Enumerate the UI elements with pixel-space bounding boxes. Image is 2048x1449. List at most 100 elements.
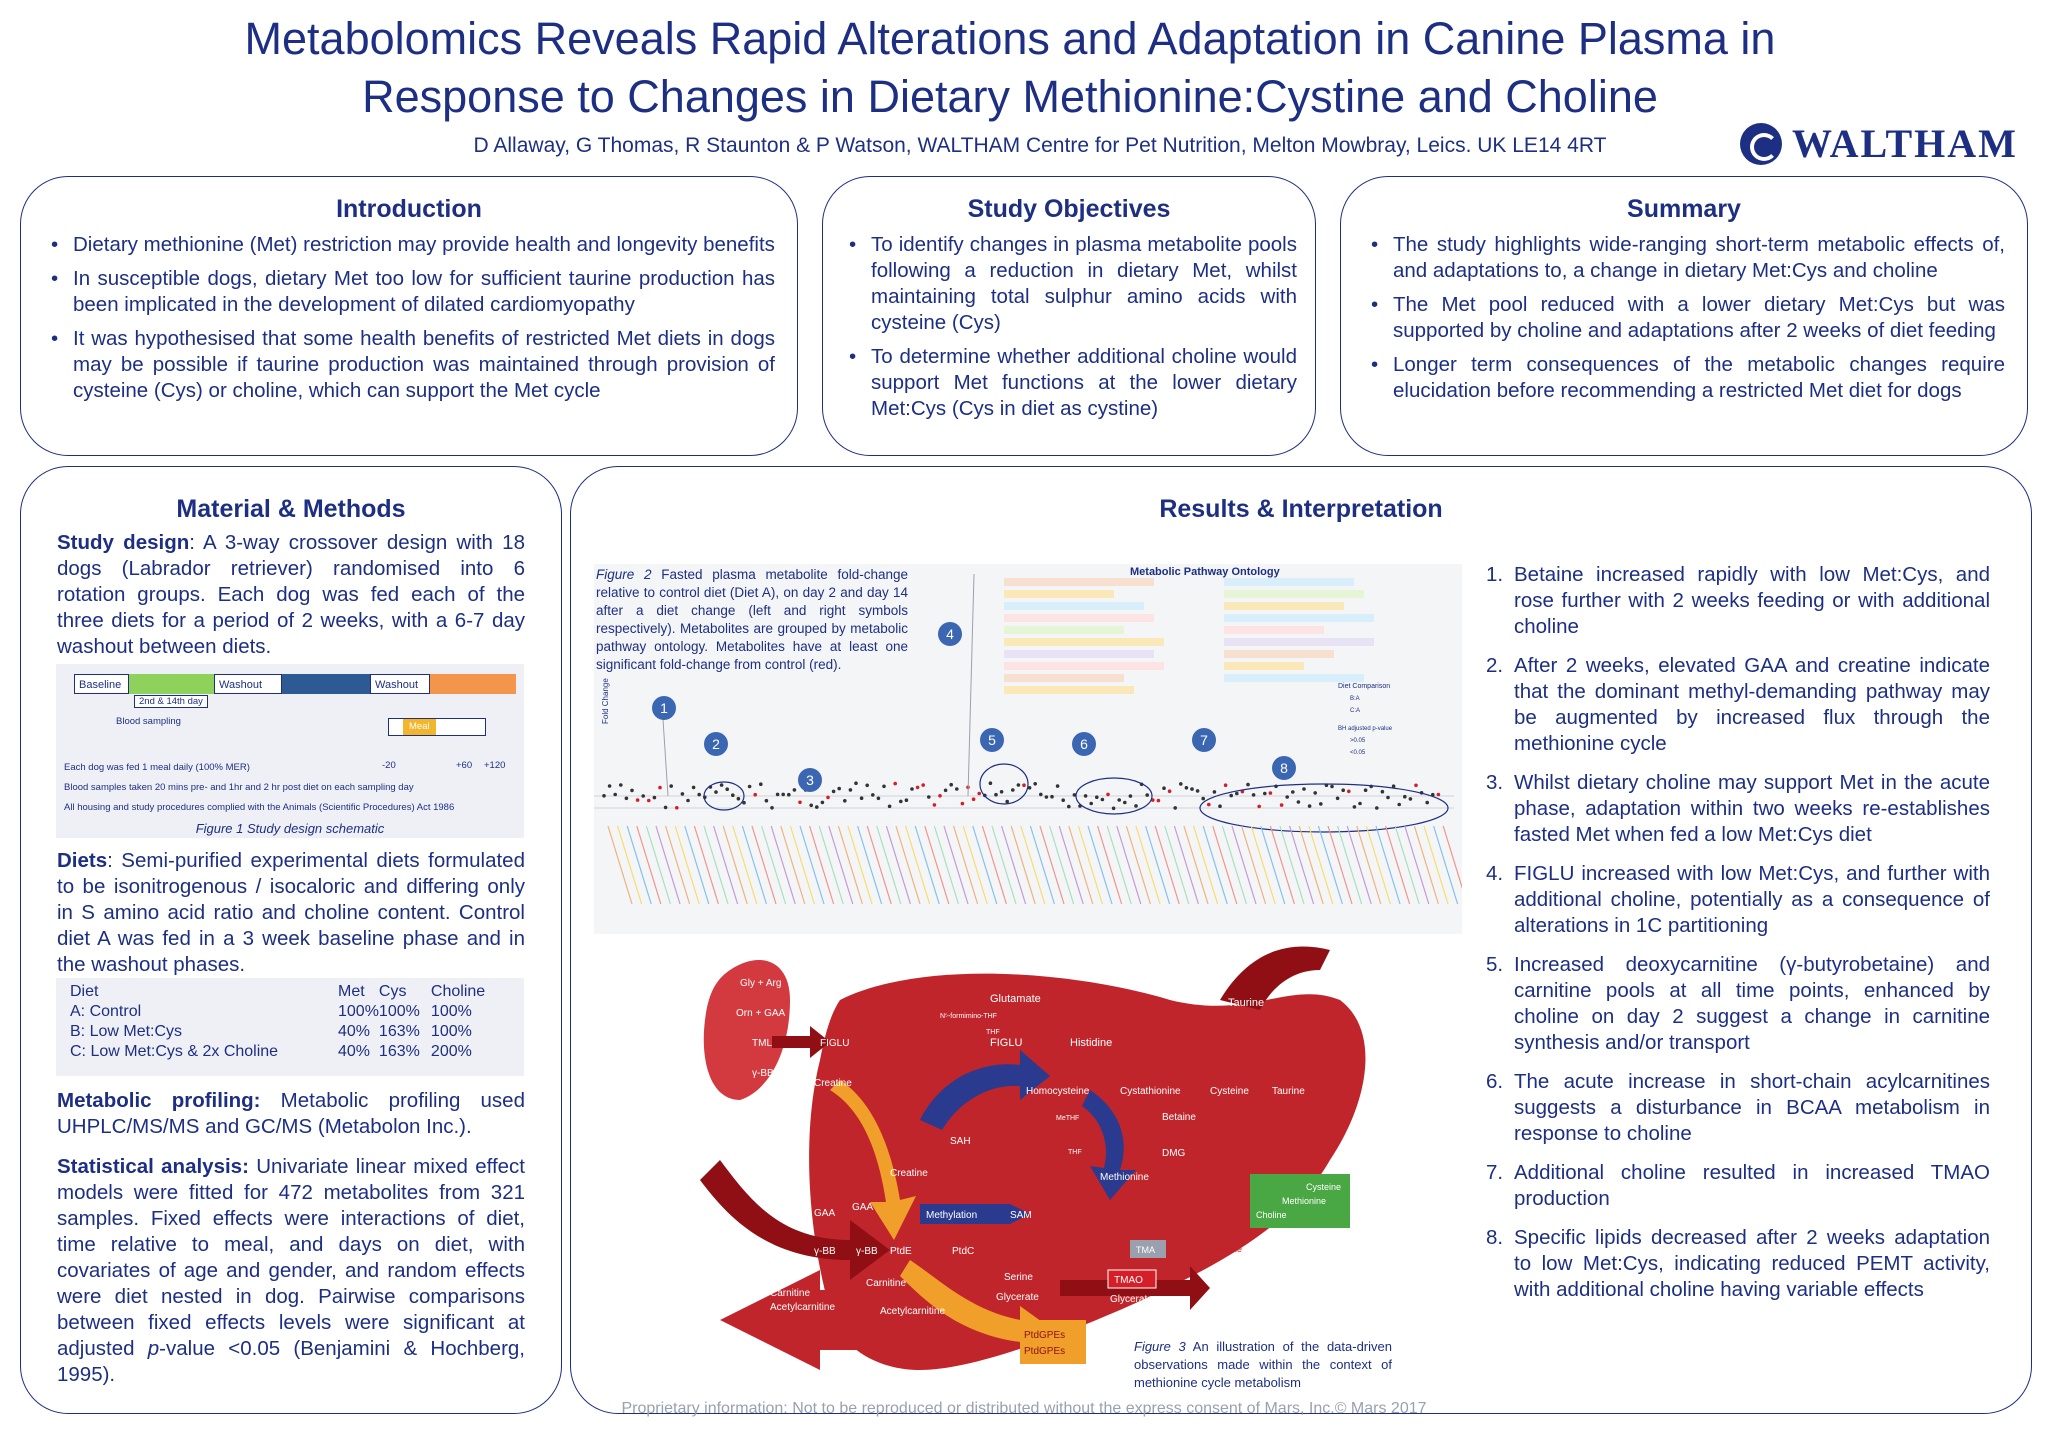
figure-2-foldchange-plot: 1 2 3 4 5 6 7 8 Fold Change Diet Compari… <box>594 564 1468 934</box>
fold-change-point <box>1106 792 1110 797</box>
metabolite-label-tick <box>1433 825 1459 905</box>
metabolite-label-tick <box>674 825 700 905</box>
metabolite-label-tick <box>866 825 892 905</box>
introduction-bullet: It was hypothesised that some health ben… <box>43 326 775 404</box>
item-number: 1. <box>1486 563 1504 586</box>
fold-change-point <box>1307 804 1312 808</box>
fold-change-point <box>927 795 931 799</box>
meal-label: Meal <box>403 719 436 735</box>
table-row: B: Low Met:Cys 40% 163% 100% <box>70 1022 485 1042</box>
metabolite-label-tick <box>1087 825 1113 905</box>
methods-panel: Material & Methods Study design: A 3-way… <box>20 466 562 1414</box>
introduction-panel: Introduction Dietary methionine (Met) re… <box>20 176 798 456</box>
figlu-arrow <box>772 1026 830 1058</box>
metabolite-label-tick <box>1250 825 1276 905</box>
fig3-sam: SAM <box>1010 1210 1032 1221</box>
summary-bullet: Longer term consequences of the metaboli… <box>1363 352 2005 404</box>
fold-change-point <box>675 806 679 810</box>
fig3-cystathionine: Cystathionine <box>1120 1086 1181 1097</box>
legend-sig-title: BH adjusted p-value <box>1338 726 1393 732</box>
fold-change-point <box>938 794 942 798</box>
figure-2-caption-label: Figure 2 <box>596 567 652 582</box>
metabolite-label-tick <box>1375 825 1401 905</box>
fold-change-point <box>792 788 797 792</box>
diet-2-segment <box>282 674 370 694</box>
fold-change-point <box>798 800 802 805</box>
fig3-green-choline: Choline <box>1256 1210 1287 1220</box>
fold-change-point <box>1027 786 1032 790</box>
metabolite-label-tick <box>1327 825 1353 905</box>
diet-table-grid: Diet Met Cys Choline A: Control 100% 100… <box>70 982 485 1062</box>
marker-label-7: 7 <box>1200 732 1208 748</box>
objectives-panel: Study Objectives To identify changes in … <box>822 176 1316 456</box>
fold-change-point <box>1005 799 1009 804</box>
introduction-bullet: Dietary methionine (Met) restriction may… <box>43 232 775 258</box>
fold-change-point <box>1134 804 1138 808</box>
pathway-box <box>1224 578 1354 586</box>
metabolite-label-tick <box>972 825 998 905</box>
cell: B: Low Met:Cys <box>70 1023 183 1040</box>
study-design-paragraph: Study design: A 3-way crossover design w… <box>57 530 525 660</box>
cell: 100% <box>430 1003 472 1020</box>
metabolite-label-tick <box>1394 825 1420 905</box>
fig3-acetylcarnitine-left: Acetylcarnitine <box>770 1302 835 1313</box>
list-item: 1.Betaine increased rapidly with low Met… <box>1486 562 1990 640</box>
fold-change-point <box>1083 794 1088 798</box>
fig3-glutamate: Glutamate <box>990 993 1041 1005</box>
fold-change-point <box>714 790 718 794</box>
profiling-paragraph: Metabolic profiling: Metabolic profiling… <box>57 1088 525 1140</box>
fig3-glycerate-2: Glycerate <box>1110 1294 1153 1305</box>
pathway-box <box>1004 590 1114 598</box>
pathway-box <box>1004 662 1164 670</box>
metabolite-label-tick <box>962 825 988 905</box>
fold-change-point <box>1397 802 1401 807</box>
fold-change-point <box>826 795 830 800</box>
fold-change-point <box>1201 796 1205 801</box>
stats-text-a: Univariate linear mixed effect models we… <box>57 1155 525 1360</box>
marker-circle-8 <box>1272 756 1296 780</box>
fold-change-point <box>759 782 763 786</box>
pathway-box <box>1004 638 1164 646</box>
metabolite-label-tick <box>741 825 767 905</box>
fold-change-point <box>647 798 651 803</box>
fig3-taurine: Taurine <box>1228 997 1264 1009</box>
metabolite-label-tick <box>1317 825 1343 905</box>
metabolite-label-tick <box>1356 825 1382 905</box>
stats-label: Statistical analysis: <box>57 1155 249 1178</box>
metabolite-label-tick <box>780 825 806 905</box>
fold-change-point <box>1319 802 1323 806</box>
fig3-cysteine: Cysteine <box>1210 1086 1249 1097</box>
metabolite-label-tick <box>655 825 681 905</box>
fold-change-point <box>1302 787 1306 791</box>
fold-change-point <box>943 788 948 793</box>
highlight-ellipse <box>1199 783 1449 833</box>
cell: 100% <box>378 1003 420 1020</box>
ptdgpe-arrow <box>900 1260 1056 1358</box>
pathway-box <box>1004 578 1154 586</box>
pathway-box <box>1224 638 1374 646</box>
cycle-arrow-top <box>920 1050 1050 1130</box>
fold-change-point <box>1207 802 1211 807</box>
metabolite-label-tick <box>713 825 739 905</box>
list-item: 2.After 2 weeks, elevated GAA and creati… <box>1486 653 1990 757</box>
col-choline: Choline <box>430 983 486 1000</box>
metabolite-label-tick <box>1289 825 1315 905</box>
fold-change-point <box>1111 806 1116 811</box>
fold-change-point <box>1223 783 1228 787</box>
pathway-box <box>1004 674 1124 682</box>
introduction-list: Dietary methionine (Met) restriction may… <box>43 232 775 404</box>
pathway-box <box>1224 590 1364 598</box>
fold-change-point <box>1347 789 1351 794</box>
fold-change-point <box>1363 788 1368 792</box>
metabolite-label-tick <box>722 825 748 905</box>
fold-change-point <box>658 785 662 790</box>
fold-change-point <box>1156 798 1161 803</box>
fold-change-point <box>988 781 993 785</box>
metabolite-label-tick <box>885 825 911 905</box>
figure-2-title: Metabolic Pathway Ontology <box>1130 566 1280 578</box>
footer-notice: Proprietary information: Not to be repro… <box>621 1400 1427 1417</box>
cell: A: Control <box>70 1003 142 1020</box>
fold-change-point <box>770 806 774 810</box>
fold-change-point <box>1235 791 1239 796</box>
fold-change-point <box>613 792 617 797</box>
